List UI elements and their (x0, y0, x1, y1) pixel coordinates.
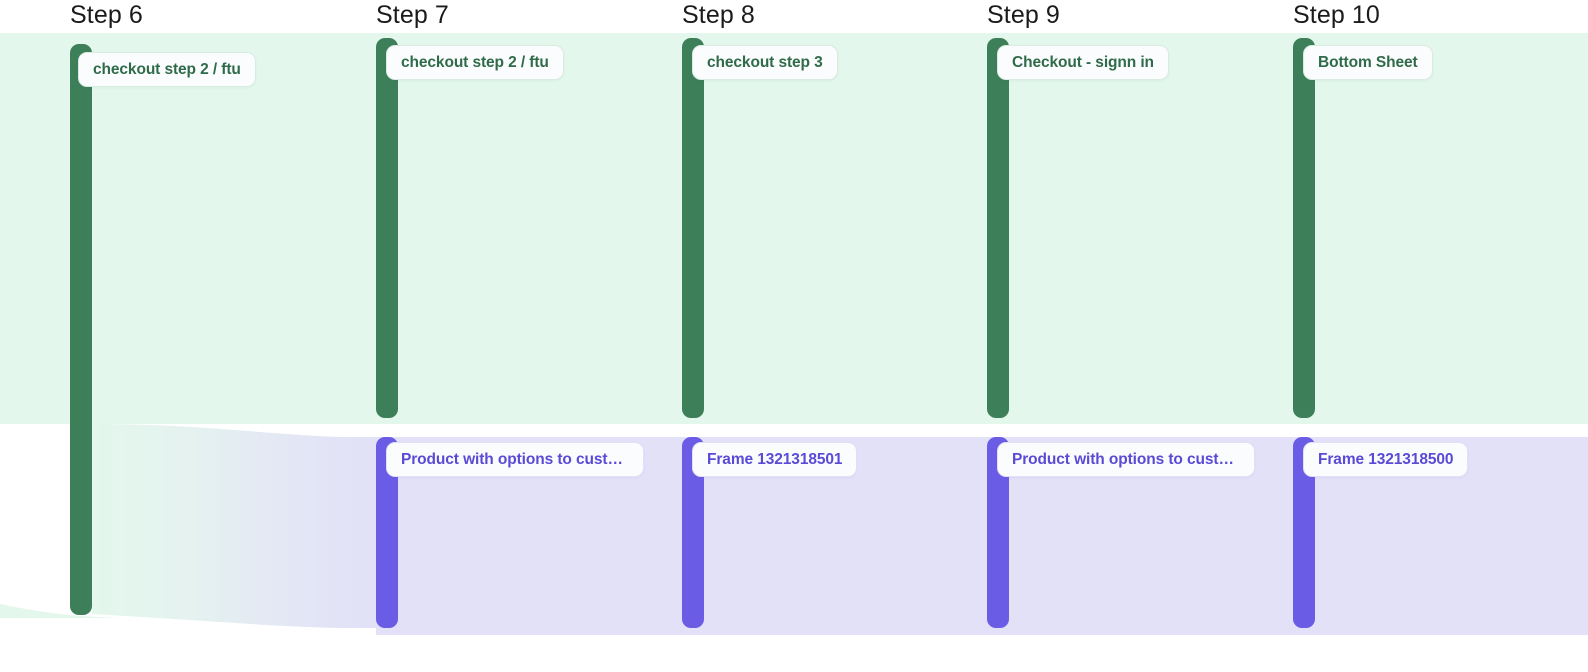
node-label-text: Product with options to custo… (401, 450, 629, 468)
node-bar-step6-green[interactable] (70, 44, 92, 615)
step-title-step9: Step 9 (987, 1, 1060, 29)
step-header-row: Step 6 Step 7 Step 8 Step 9 Step 10 (0, 0, 1588, 33)
node-label-text: checkout step 2 / ftu (93, 60, 241, 78)
node-bar-step10-purple[interactable] (1293, 437, 1315, 628)
step-title-step10: Step 10 (1293, 1, 1380, 29)
node-label-step7-purple[interactable]: Product with options to custo… (386, 442, 644, 477)
node-label-text: Product with options to custo… (1012, 450, 1240, 468)
node-label-text: checkout step 3 (707, 53, 823, 71)
node-bar-step9-purple[interactable] (987, 437, 1009, 628)
node-label-step7-green[interactable]: checkout step 2 / ftu (386, 45, 564, 80)
node-bar-step10-green[interactable] (1293, 38, 1315, 418)
node-label-step8-purple[interactable]: Frame 1321318501 (692, 442, 858, 477)
node-label-text: Frame 1321318500 (1318, 450, 1454, 468)
node-label-text: Bottom Sheet (1318, 53, 1418, 71)
node-label-step6-green[interactable]: checkout step 2 / ftu (78, 52, 256, 87)
node-label-text: checkout step 2 / ftu (401, 53, 549, 71)
node-bar-step8-green[interactable] (682, 38, 704, 418)
link-green-upper (0, 33, 1588, 424)
node-label-step9-green[interactable]: Checkout - signn in (997, 45, 1169, 80)
step-title-step8: Step 8 (682, 1, 755, 29)
node-label-step9-purple[interactable]: Product with options to custo… (997, 442, 1255, 477)
node-label-step8-green[interactable]: checkout step 3 (692, 45, 838, 80)
node-label-step10-purple[interactable]: Frame 1321318500 (1303, 442, 1469, 477)
node-bar-step9-green[interactable] (987, 38, 1009, 418)
link-green-to-purple (92, 424, 376, 628)
step-title-step7: Step 7 (376, 1, 449, 29)
link-purple-lower (376, 437, 1588, 635)
step-title-step6: Step 6 (70, 1, 143, 29)
node-label-step10-green[interactable]: Bottom Sheet (1303, 45, 1433, 80)
node-bar-step7-purple[interactable] (376, 437, 398, 628)
node-label-text: Checkout - signn in (1012, 53, 1154, 71)
node-bar-step8-purple[interactable] (682, 437, 704, 628)
node-label-text: Frame 1321318501 (707, 450, 843, 468)
node-bar-step7-green[interactable] (376, 38, 398, 418)
